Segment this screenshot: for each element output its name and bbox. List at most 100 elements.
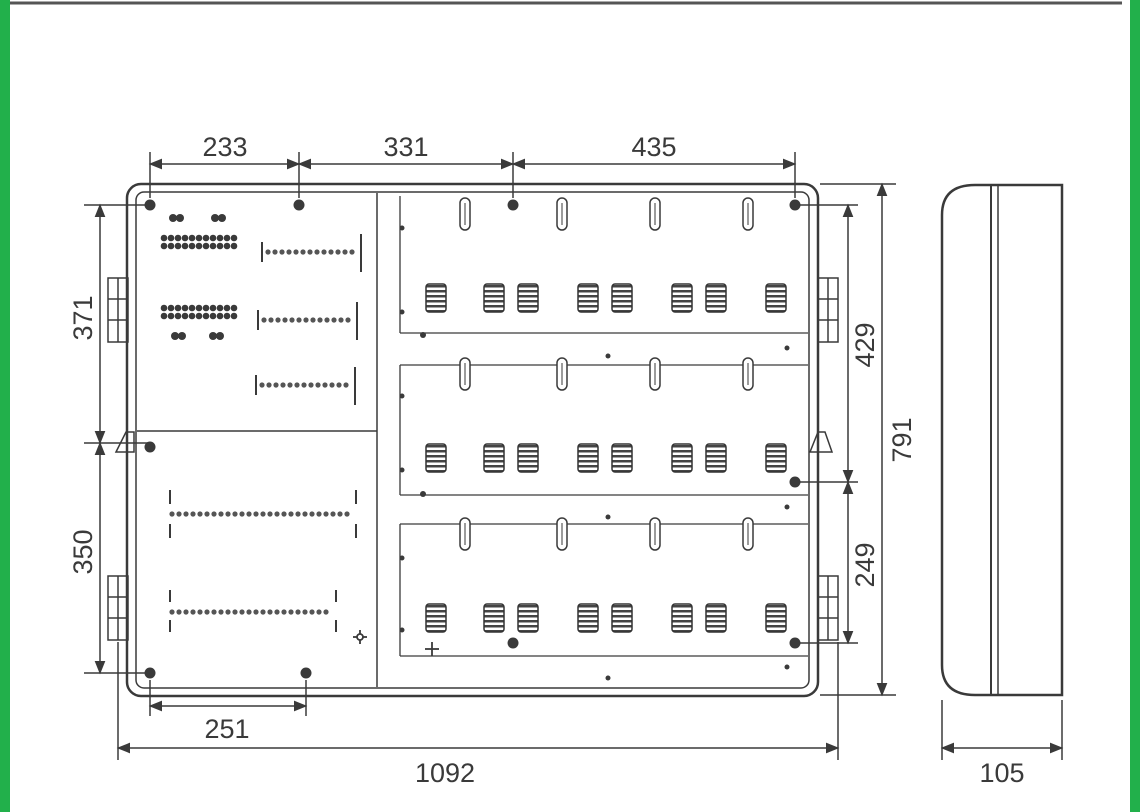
terminal-screw bbox=[335, 249, 341, 255]
terminal-screw bbox=[307, 249, 313, 255]
dim-350-label: 350 bbox=[68, 529, 98, 574]
din-rails bbox=[399, 196, 808, 657]
housing-outer bbox=[125, 182, 820, 698]
terminal-screw bbox=[188, 234, 196, 242]
terminal-screw bbox=[331, 317, 337, 323]
terminal-screw bbox=[323, 511, 329, 517]
terminal-screw bbox=[301, 382, 307, 388]
terminal-screw bbox=[174, 234, 182, 242]
terminal-screw bbox=[202, 234, 210, 242]
terminal-screw bbox=[261, 317, 267, 323]
terminal-screw bbox=[176, 511, 182, 517]
technical-drawing: 233 331 435 371 350 251 1092 429 249 791… bbox=[10, 1, 1122, 788]
terminal-screw bbox=[294, 382, 300, 388]
terminal-screw bbox=[338, 317, 344, 323]
terminal-screw bbox=[211, 511, 217, 517]
terminal-screw bbox=[209, 234, 217, 242]
dim-371-label: 371 bbox=[68, 295, 98, 340]
terminal-screw bbox=[265, 249, 271, 255]
terminal-screw bbox=[282, 317, 288, 323]
terminal-screw bbox=[188, 242, 196, 250]
terminal-screw bbox=[253, 609, 259, 615]
front-view bbox=[107, 182, 839, 698]
terminal-screw bbox=[295, 511, 301, 517]
terminal-screw bbox=[314, 249, 320, 255]
terminal-screw bbox=[330, 511, 336, 517]
terminal-screw bbox=[230, 242, 238, 250]
terminal-screw bbox=[321, 249, 327, 255]
terminal-screw bbox=[225, 609, 231, 615]
drawing-frame: 233 331 435 371 350 251 1092 429 249 791… bbox=[10, 0, 1130, 812]
terminal-screw bbox=[160, 304, 168, 312]
terminal-screw bbox=[225, 511, 231, 517]
housing-inner bbox=[135, 191, 810, 689]
terminal-screw bbox=[349, 249, 355, 255]
terminal-screw bbox=[253, 511, 259, 517]
terminal-screw bbox=[295, 609, 301, 615]
terminal-screw bbox=[167, 304, 175, 312]
terminal-screw bbox=[317, 317, 323, 323]
terminal-screw bbox=[209, 312, 217, 320]
side-view bbox=[940, 183, 1064, 697]
terminal-screw bbox=[202, 304, 210, 312]
terminal-screw bbox=[178, 332, 186, 340]
terminal-screw bbox=[195, 242, 203, 250]
terminal-screw bbox=[337, 511, 343, 517]
terminal-screw bbox=[343, 382, 349, 388]
terminal-screw bbox=[181, 242, 189, 250]
terminal-screw bbox=[188, 312, 196, 320]
terminal-screw bbox=[336, 382, 342, 388]
terminal-screw bbox=[188, 304, 196, 312]
dimension-lines bbox=[84, 152, 1064, 760]
terminal-screw bbox=[190, 609, 196, 615]
terminal-blocks bbox=[160, 214, 362, 632]
terminal-screw bbox=[202, 312, 210, 320]
terminal-screw bbox=[279, 249, 285, 255]
terminal-screw bbox=[323, 609, 329, 615]
terminal-screw bbox=[209, 304, 217, 312]
terminal-screw bbox=[230, 312, 238, 320]
module-blocks bbox=[425, 283, 787, 633]
mounting-holes bbox=[144, 199, 801, 681]
dim-331-label: 331 bbox=[383, 132, 428, 162]
terminal-screw bbox=[223, 304, 231, 312]
terminal-screw bbox=[259, 382, 265, 388]
terminal-screw bbox=[288, 609, 294, 615]
terminal-screw bbox=[171, 332, 179, 340]
terminal-screw bbox=[230, 234, 238, 242]
terminal-screw bbox=[169, 609, 175, 615]
left-hinges bbox=[107, 277, 135, 641]
module-row-1 bbox=[425, 283, 787, 313]
rail-slots bbox=[459, 197, 754, 551]
terminal-screw bbox=[246, 511, 252, 517]
terminal-screw bbox=[272, 249, 278, 255]
terminal-screw bbox=[183, 609, 189, 615]
terminal-screw bbox=[316, 511, 322, 517]
dim-429-label: 429 bbox=[850, 322, 880, 367]
terminal-screw bbox=[280, 382, 286, 388]
terminal-screw bbox=[195, 234, 203, 242]
terminal-screw bbox=[329, 382, 335, 388]
module-row-2 bbox=[425, 443, 787, 473]
dim-233-label: 233 bbox=[202, 132, 247, 162]
terminal-screw bbox=[209, 242, 217, 250]
terminal-screw bbox=[293, 249, 299, 255]
terminal-screw bbox=[160, 312, 168, 320]
terminal-screw bbox=[281, 609, 287, 615]
dim-251-label: 251 bbox=[204, 714, 249, 744]
terminal-screw bbox=[167, 312, 175, 320]
terminal-screw bbox=[266, 382, 272, 388]
terminal-screw bbox=[216, 312, 224, 320]
terminal-screw bbox=[296, 317, 302, 323]
dimension-labels: 233 331 435 371 350 251 1092 429 249 791… bbox=[68, 132, 1025, 788]
terminal-screw bbox=[174, 312, 182, 320]
terminal-screw bbox=[223, 234, 231, 242]
terminal-screw bbox=[167, 234, 175, 242]
terminal-screw bbox=[316, 609, 322, 615]
terminal-screw bbox=[174, 304, 182, 312]
terminal-screw bbox=[167, 242, 175, 250]
terminal-screw bbox=[197, 609, 203, 615]
terminal-screw bbox=[288, 511, 294, 517]
terminal-screw bbox=[287, 382, 293, 388]
terminal-screw bbox=[274, 609, 280, 615]
